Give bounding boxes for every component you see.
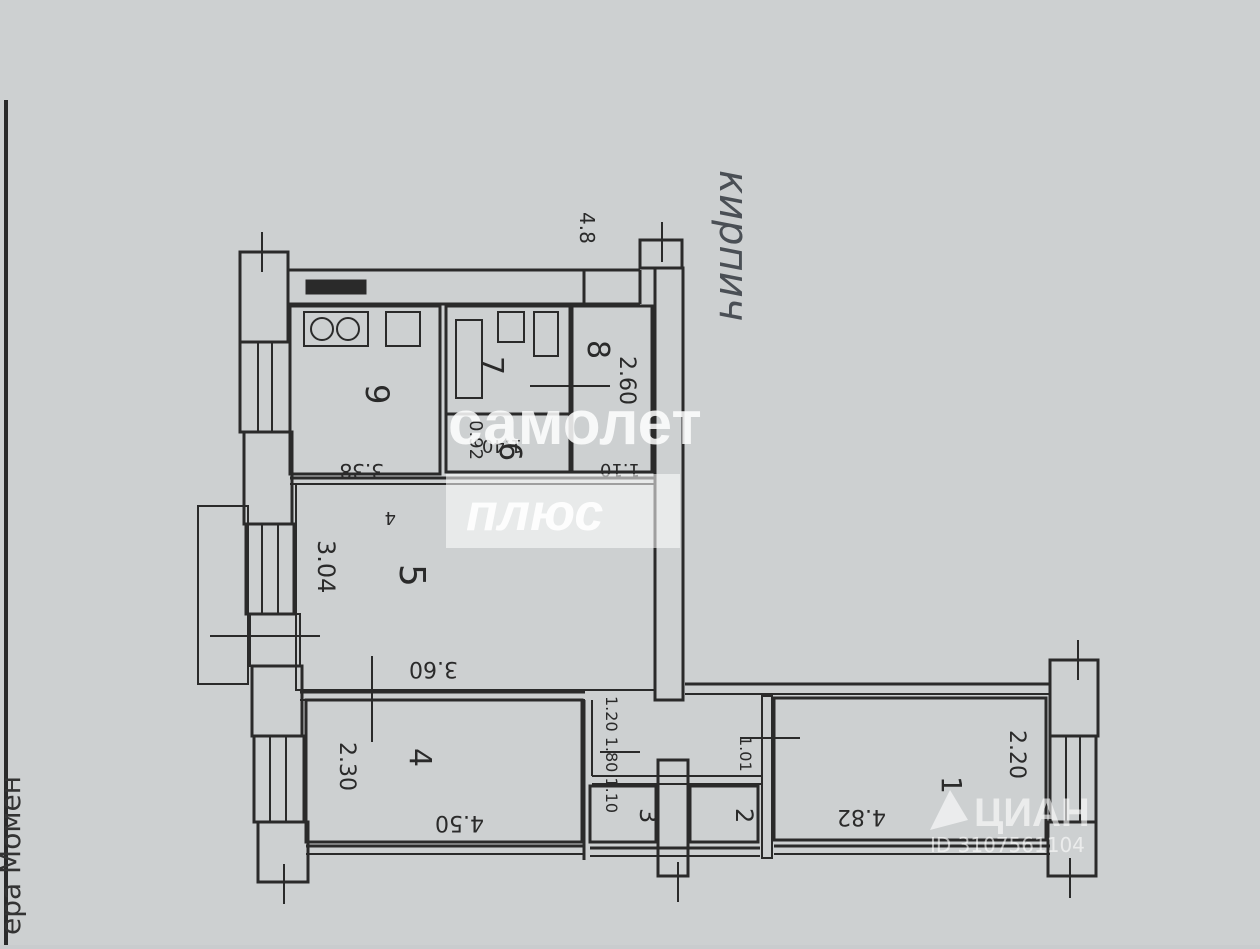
room-2-number: 2 [730,808,758,823]
brand-watermark: самолет плюс [446,389,702,548]
hall-dims: 1.20 1.80 1.10 [602,696,621,813]
room-8 [570,304,654,474]
room-5-width: 3.04 [312,540,340,593]
room-1-width: 2.20 [1004,730,1029,779]
cian-logo-icon [930,790,968,830]
wall-bottom-center [656,758,690,878]
room-9-length: 3.38 [339,459,384,483]
brand-line1: самолет [448,389,702,458]
hall-small: 1.01 [736,736,755,772]
room-4-length: 4.50 [435,810,484,835]
room-9 [288,304,442,476]
balcony [197,505,249,685]
room-8-number: 8 [580,340,615,359]
room-5-length: 3.60 [409,656,458,681]
top-tick-label: 4.8 [575,212,599,244]
sink [385,311,421,347]
room-1-number: 1 [935,776,968,794]
brand-box [446,474,680,548]
stove [303,311,369,347]
room-6-number: 6 [492,442,527,461]
room-3-number: 3 [634,808,662,823]
brand-line2: плюс [466,484,603,542]
room-2 [688,784,760,844]
room-1 [772,696,1048,842]
plan-labels: 1 2.20 4.82 2 3 4 2.30 4.50 5 3.04 3.60 … [312,170,1029,835]
room-5-number: 5 [391,564,432,587]
bathtub [455,319,483,399]
cian-id: ID 3107561104 [930,833,1085,857]
plan-drawing [197,222,1100,904]
cian-text: ЦИАН [974,791,1090,835]
room-6-width: 1.40 [482,435,522,456]
handwritten-note: кирпич [710,170,756,321]
margin-note: ера Момен [0,776,27,935]
room-6 [444,412,572,474]
room-3 [588,784,658,844]
room-1-length: 4.82 [837,804,886,829]
room-4 [304,698,584,844]
room-8-width: 2.60 [614,356,639,405]
room-9-number: 9 [358,384,396,404]
room-4-number: 4 [402,748,437,767]
room-7-number: 7 [474,356,509,375]
room-6-length: 0.92 [465,420,486,460]
toilet [533,311,559,357]
room-4-width: 2.30 [334,742,359,791]
cian-watermark: ЦИАН ID 3107561104 [930,790,1090,857]
corner-4-label: 4 [385,507,396,528]
